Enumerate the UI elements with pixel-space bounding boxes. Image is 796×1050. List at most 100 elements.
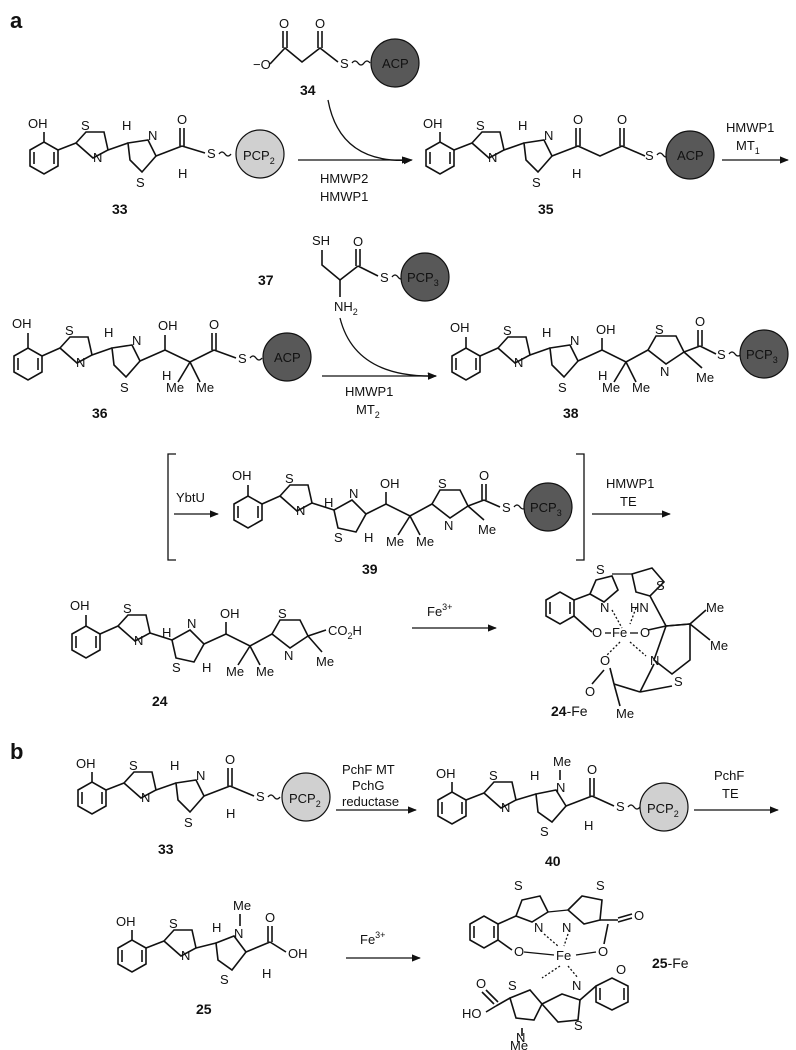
svg-text:O: O <box>209 317 219 332</box>
svg-text:N: N <box>134 633 143 648</box>
compound-24-fe: O S N S HN Fe O Me Me N S O O Me 24-Fe <box>545 562 728 721</box>
acp-carrier <box>262 332 312 382</box>
svg-text:OH: OH <box>380 476 400 491</box>
carboxylate-o-label: −O <box>253 57 271 72</box>
svg-text:N: N <box>444 518 453 533</box>
svg-text:H: H <box>584 818 593 833</box>
svg-text:OH: OH <box>70 598 90 613</box>
compound-40: OH S N H N Me S H O S PCP2 40 <box>436 754 689 869</box>
svg-text:S: S <box>502 500 511 515</box>
svg-text:OH: OH <box>436 766 456 781</box>
svg-text:S: S <box>645 148 654 163</box>
svg-text:OH: OH <box>288 946 308 961</box>
svg-text:S: S <box>65 323 74 338</box>
svg-text:OH: OH <box>76 756 96 771</box>
svg-text:PchG: PchG <box>352 778 385 793</box>
svg-text:O: O <box>598 944 608 959</box>
svg-text:O: O <box>177 112 187 127</box>
compound-label-33: 33 <box>112 201 128 217</box>
svg-text:N: N <box>296 503 305 518</box>
svg-text:MT1: MT1 <box>736 138 760 156</box>
svg-text:S: S <box>129 758 138 773</box>
svg-text:S: S <box>596 878 605 893</box>
svg-text:OH: OH <box>220 606 240 621</box>
svg-text:Fe: Fe <box>612 625 627 640</box>
svg-text:O: O <box>634 908 644 923</box>
compound-34: −O O O S ACP 34 <box>253 16 420 98</box>
svg-text:Me: Me <box>616 706 634 721</box>
svg-text:PchF MT: PchF MT <box>342 762 395 777</box>
svg-text:O: O <box>573 112 583 127</box>
svg-text:N: N <box>660 364 669 379</box>
pcp3-carrier <box>739 329 789 379</box>
svg-text:Me: Me <box>553 754 571 769</box>
svg-text:S: S <box>540 824 549 839</box>
svg-text:N: N <box>514 355 523 370</box>
compound-37: 37 SH O NH2 S PCP3 <box>258 233 450 317</box>
svg-text:O: O <box>476 976 486 991</box>
svg-text:N: N <box>187 616 196 631</box>
svg-text:S: S <box>596 562 605 577</box>
svg-text:H: H <box>104 325 113 340</box>
svg-text:TE: TE <box>620 494 637 509</box>
svg-text:N: N <box>93 150 102 165</box>
svg-text:OH: OH <box>450 320 470 335</box>
svg-text:N: N <box>534 920 543 935</box>
compound-label-38: 38 <box>563 405 579 421</box>
svg-text:Me: Me <box>706 600 724 615</box>
pcp2-carrier <box>639 782 689 832</box>
svg-text:Me: Me <box>196 380 214 395</box>
svg-text:S: S <box>120 380 129 395</box>
svg-text:Me: Me <box>233 898 251 913</box>
svg-text:H: H <box>324 495 333 510</box>
svg-text:O: O <box>585 684 595 699</box>
panel-label-a: a <box>10 8 23 33</box>
svg-text:H: H <box>598 368 607 383</box>
svg-text:H: H <box>364 530 373 545</box>
compound-33: OH S N H N S H O S PCP2 33 <box>28 112 285 217</box>
svg-text:H: H <box>162 368 171 383</box>
svg-text:Me: Me <box>602 380 620 395</box>
svg-text:S: S <box>184 815 193 830</box>
svg-text:H: H <box>202 660 211 675</box>
svg-text:S: S <box>616 799 625 814</box>
compound-35: OH S N H N S H O O S ACP 35 <box>423 112 715 217</box>
svg-text:H: H <box>170 758 179 773</box>
svg-text:O: O <box>695 314 705 329</box>
svg-text:ACP: ACP <box>677 148 704 163</box>
svg-text:Me: Me <box>386 534 404 549</box>
svg-text:Fe: Fe <box>556 948 571 963</box>
svg-text:OH: OH <box>423 116 443 131</box>
svg-text:S: S <box>136 175 145 190</box>
svg-text:Me: Me <box>510 1038 528 1050</box>
acp-carrier <box>665 130 715 180</box>
svg-text:N: N <box>284 648 293 663</box>
svg-text:Me: Me <box>478 522 496 537</box>
svg-text:O: O <box>225 752 235 767</box>
compound-36: OH S N H N S H OH Me Me O S ACP 36 <box>12 316 312 421</box>
svg-text:O: O <box>315 16 325 31</box>
pcp2-carrier <box>281 772 331 822</box>
svg-text:S: S <box>438 476 447 491</box>
pcp2-carrier <box>235 129 285 179</box>
svg-text:S: S <box>655 322 664 337</box>
svg-text:N: N <box>562 920 571 935</box>
svg-text:H: H <box>226 806 235 821</box>
svg-text:O: O <box>616 962 626 977</box>
svg-text:S: S <box>238 351 247 366</box>
svg-text:Me: Me <box>226 664 244 679</box>
svg-text:H: H <box>212 920 221 935</box>
svg-text:S: S <box>334 530 343 545</box>
svg-text:N: N <box>141 790 150 805</box>
svg-text:S: S <box>476 118 485 133</box>
svg-text:S: S <box>514 878 523 893</box>
svg-text:HN: HN <box>630 600 649 615</box>
svg-text:O: O <box>587 762 597 777</box>
svg-text:OH: OH <box>12 316 32 331</box>
svg-text:N: N <box>488 150 497 165</box>
svg-text:24-Fe: 24-Fe <box>551 703 588 719</box>
compound-label-39: 39 <box>362 561 378 577</box>
svg-text:SH: SH <box>312 233 330 248</box>
svg-text:HMWP1: HMWP1 <box>606 476 654 491</box>
svg-text:S: S <box>656 578 665 593</box>
